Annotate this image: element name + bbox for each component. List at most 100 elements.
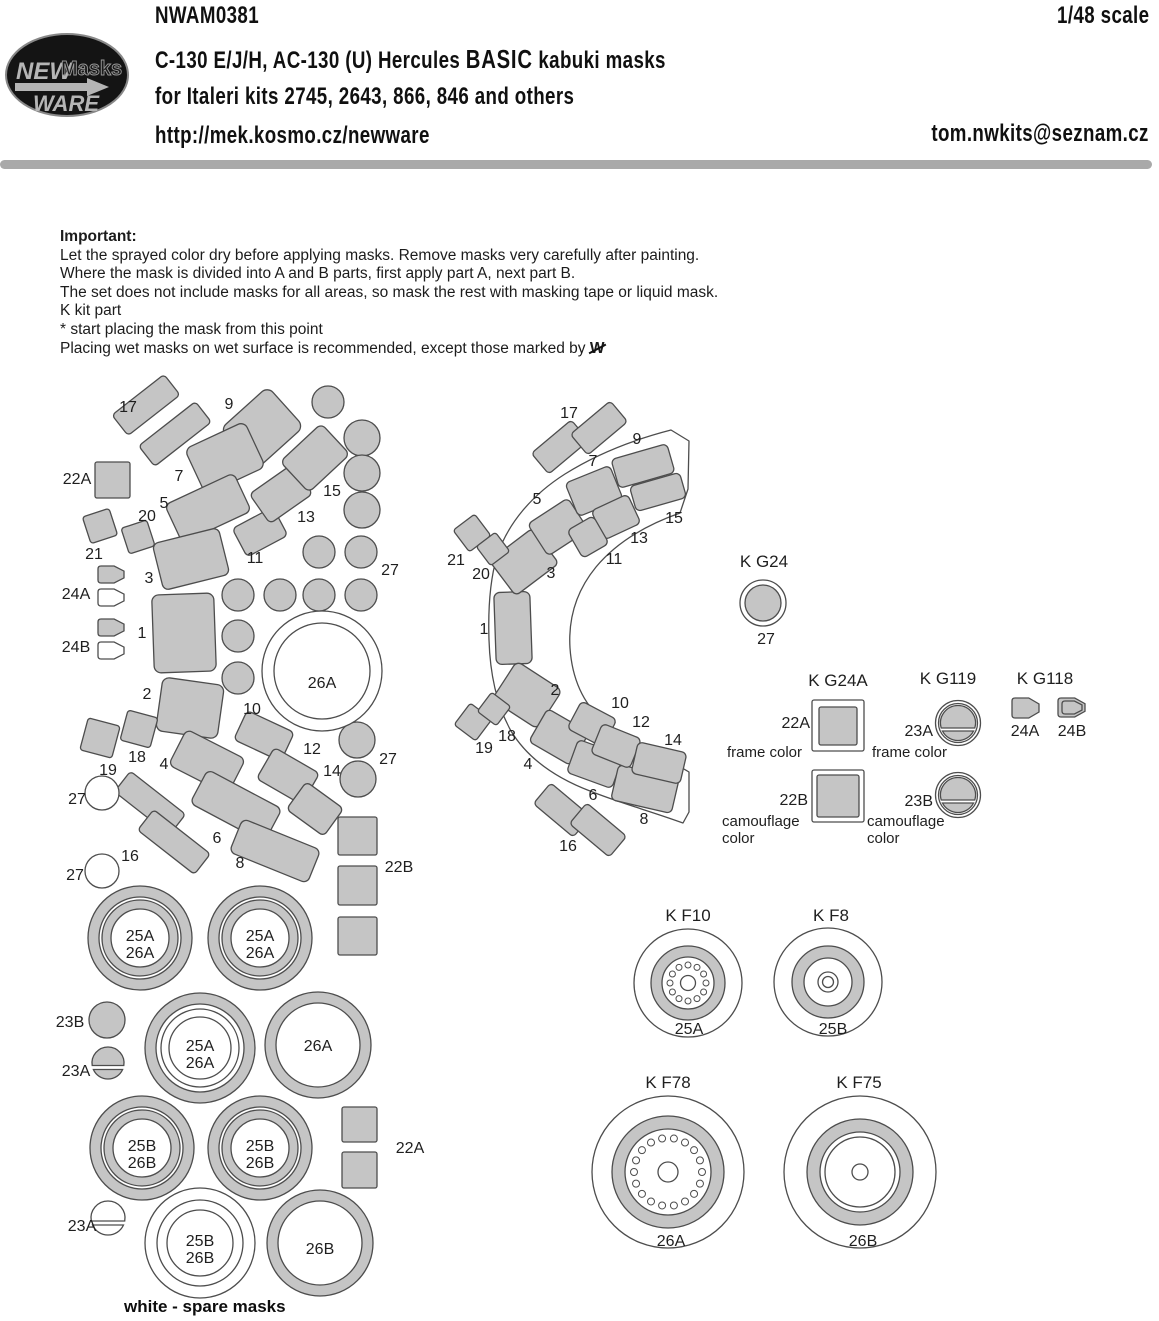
part-label: 25B [246, 1138, 274, 1155]
bolt-dot [702, 979, 710, 987]
note-line: K kit part [60, 302, 122, 320]
mask-ring [230, 908, 290, 968]
mask-shape [476, 532, 510, 566]
mask-ring [155, 1003, 245, 1093]
logo-oval [5, 33, 129, 117]
part-label: 23B [56, 1014, 84, 1031]
mask-shape [84, 775, 120, 811]
part-label: 5 [160, 495, 169, 512]
split-mask [941, 802, 975, 814]
split-mask [91, 1224, 125, 1236]
bolt-dot [658, 1134, 667, 1143]
mask-shape [311, 385, 345, 419]
part-label: 24B [62, 639, 90, 656]
part-label: 25A [246, 928, 275, 945]
part-label: 25A [186, 1038, 215, 1055]
part-label: K F75 [836, 1073, 881, 1092]
split-mask [90, 1200, 126, 1222]
mask-ring [110, 908, 170, 968]
mask-ring [661, 956, 715, 1010]
bolt-dot [684, 997, 692, 1005]
mask-ring [221, 1109, 299, 1187]
part-label: 25B [819, 1021, 847, 1038]
part-label: 18 [128, 749, 146, 766]
part-label: 9 [225, 396, 234, 413]
mask-ring [89, 1095, 195, 1201]
part-label: 3 [145, 570, 154, 587]
part-label: 8 [640, 811, 649, 828]
part-label: 20 [138, 508, 156, 525]
mask-ring [207, 885, 313, 991]
part-label: 12 [632, 714, 650, 731]
mask-outline-ring [166, 1209, 234, 1277]
part-label: 25B [128, 1138, 156, 1155]
mask-ring [208, 886, 312, 990]
part-label: 4 [524, 756, 533, 773]
spare-masks-caption: white - spare masks [124, 1297, 286, 1316]
logo-text-ware: WARE [33, 91, 100, 116]
mask-ring [651, 946, 725, 1020]
part-label: 22A [63, 471, 92, 488]
mask-shape [341, 1151, 378, 1189]
title-prefix: C-130 E/J/H, AC-130 (U) Hercules [155, 47, 466, 74]
newware-logo: NEW Masks WARE [5, 33, 129, 117]
part-label: 11 [606, 551, 623, 568]
mask-shape [493, 590, 533, 666]
part-label: 15 [665, 510, 683, 527]
bolt-dot [675, 995, 683, 1003]
mask-shape [155, 677, 225, 739]
note-line-wet-masks: Placing wet masks on wet surface is reco… [60, 340, 718, 359]
mask-shape [191, 770, 281, 842]
title-suffix: kabuki masks [532, 47, 666, 74]
mask-shape [816, 774, 860, 818]
mask-shape [477, 692, 511, 726]
part-label: 23B [905, 793, 933, 810]
mask-ring [104, 1110, 180, 1186]
part-label: color [722, 830, 755, 847]
bullet-mask [97, 641, 125, 660]
mask-shape [221, 619, 255, 653]
bolt-dot [632, 1179, 641, 1188]
bolt-dot [632, 1156, 641, 1165]
part-label: 19 [99, 762, 117, 779]
mask-ring [611, 1115, 725, 1229]
bolt-dot [666, 979, 674, 987]
bullet-mask [1061, 700, 1083, 715]
mask-ring [230, 1118, 290, 1178]
mask-outline-ring [168, 1016, 232, 1080]
bolt-dot [695, 1179, 704, 1188]
bolt-dot [668, 970, 676, 978]
mask-shape [338, 721, 376, 759]
mask-ring [208, 1096, 312, 1200]
part-label: 20 [472, 566, 490, 583]
mask-ring [266, 1189, 374, 1297]
part-label: 24A [62, 586, 91, 603]
part-label: 26A [304, 1038, 333, 1055]
part-label: 24B [1058, 723, 1086, 740]
split-mask [939, 776, 977, 801]
mask-ring [207, 1095, 313, 1201]
bolt-dot [690, 1189, 699, 1198]
part-label: 27 [66, 867, 84, 884]
mask-shape [343, 491, 381, 529]
mask-ring [650, 945, 726, 1021]
mask-outline-ring [144, 1187, 256, 1299]
mask-shape [138, 810, 210, 874]
note-line: Where the mask is divided into A and B p… [60, 265, 576, 283]
mask-shape [169, 730, 245, 794]
note-line-prefix: Placing wet masks on wet surface is reco… [60, 339, 590, 357]
mask-ring [103, 1109, 181, 1187]
logo-text-masks: Masks [61, 58, 122, 80]
part-label: 23A [68, 1218, 97, 1235]
part-label: K G119 [920, 669, 976, 688]
note-line: The set does not include masks for all a… [60, 283, 719, 301]
mask-ring [218, 1106, 302, 1190]
mask-shape [234, 711, 294, 761]
part-label: 2 [551, 682, 560, 699]
bullet-mask [97, 565, 125, 584]
part-label: 23A [62, 1063, 91, 1080]
part-label: 2 [143, 686, 152, 703]
part-label: 9 [633, 431, 642, 448]
bolt-dot [693, 963, 701, 971]
mask-ring [275, 1002, 361, 1088]
